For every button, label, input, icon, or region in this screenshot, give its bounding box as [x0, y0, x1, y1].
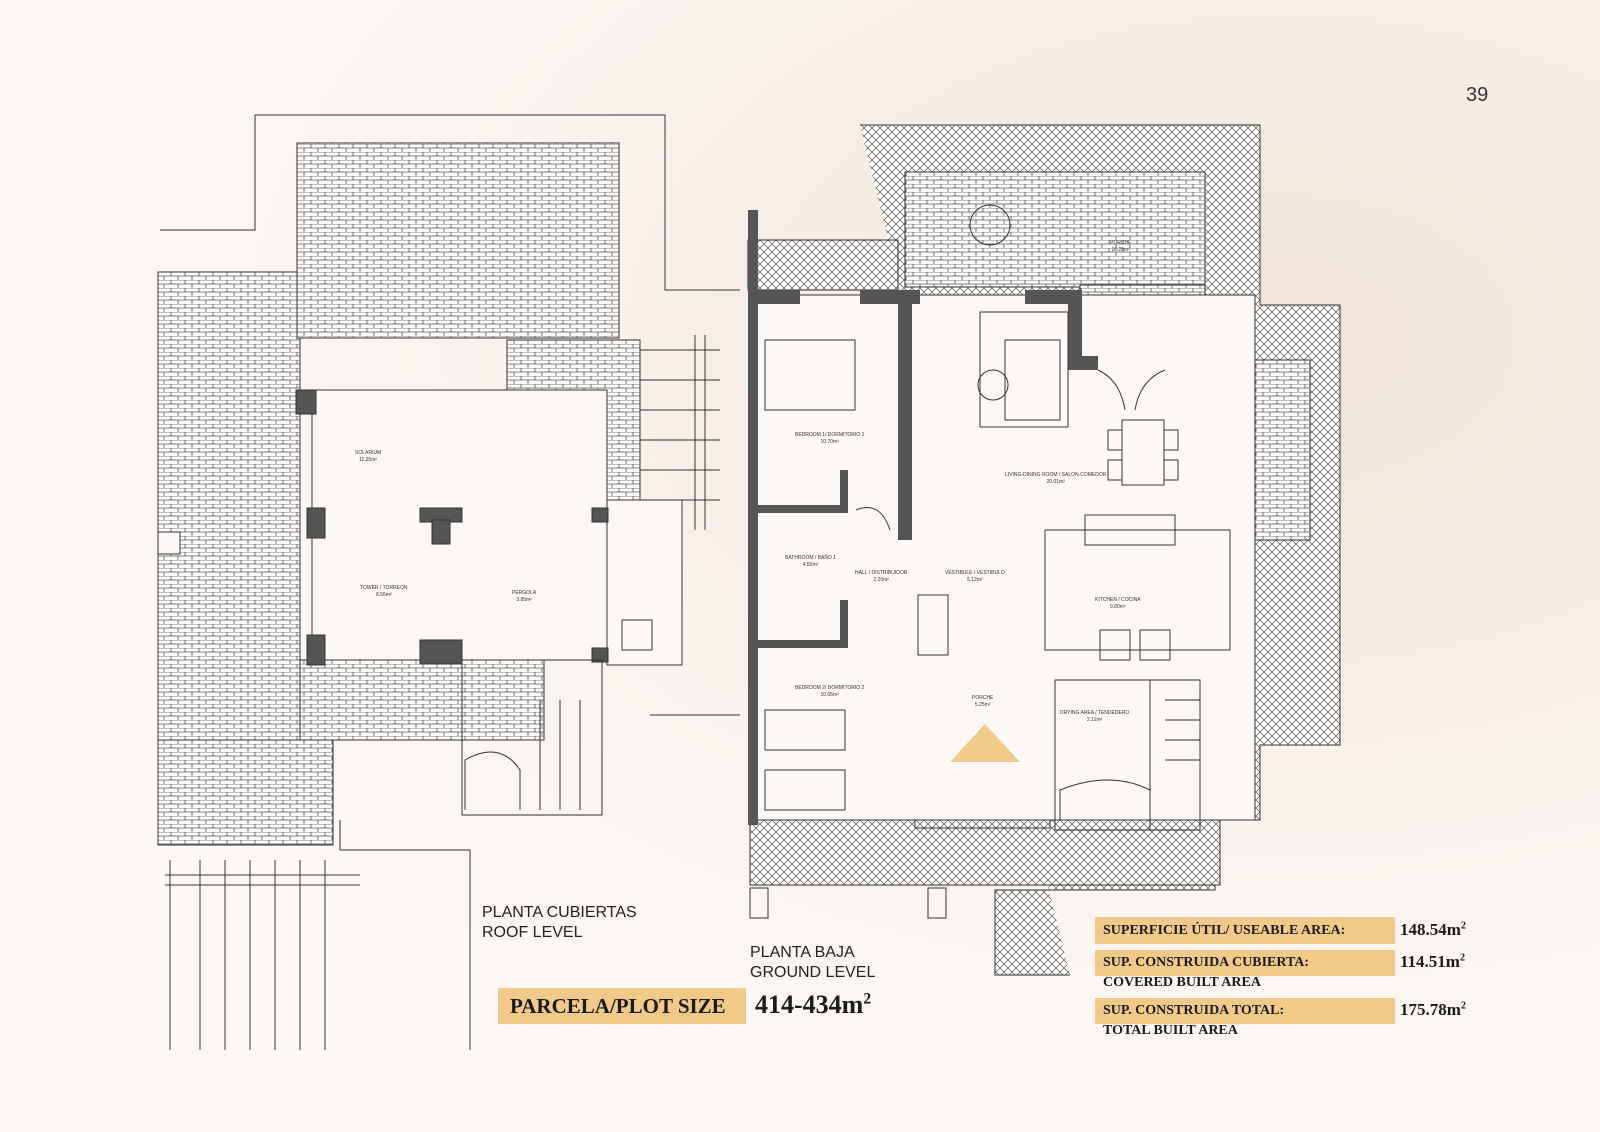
total-area-sublabel: TOTAL BUILT AREA [1103, 1023, 1238, 1038]
roof-level-line1: PLANTA CUBIERTAS [482, 904, 637, 921]
covered-area-value: 114.51m2 [1400, 952, 1466, 971]
covered-area-label: SUP. CONSTRUIDA CUBIERTA: [1095, 950, 1395, 976]
entrance-arrow-icon [950, 724, 1020, 762]
roof-level-title: PLANTA CUBIERTAS ROOF LEVEL [482, 903, 637, 943]
page-number: 39 [1466, 84, 1489, 106]
total-area-label: SUP. CONSTRUIDA TOTAL: [1095, 998, 1395, 1024]
covered-area-sublabel: COVERED BUILT AREA [1103, 975, 1261, 990]
roof-level-plan [157, 114, 740, 1050]
useable-area-value: 148.54m2 [1400, 920, 1467, 939]
roof-level-line2: ROOF LEVEL [482, 924, 583, 941]
ground-level-line2: GROUND LEVEL [750, 964, 876, 981]
ground-level-line1: PLANTA BAJA [750, 944, 855, 961]
total-area-value: 175.78m2 [1400, 1000, 1467, 1019]
ground-level-plan [747, 124, 1341, 976]
ground-level-title: PLANTA BAJA GROUND LEVEL [750, 943, 875, 983]
useable-area-label: SUPERFICIE ÚTIL/ USEABLE AREA: [1095, 917, 1395, 944]
plot-size-value: 414-434m2 [755, 990, 872, 1019]
plot-size-label: PARCELA/PLOT SIZE [498, 988, 746, 1024]
